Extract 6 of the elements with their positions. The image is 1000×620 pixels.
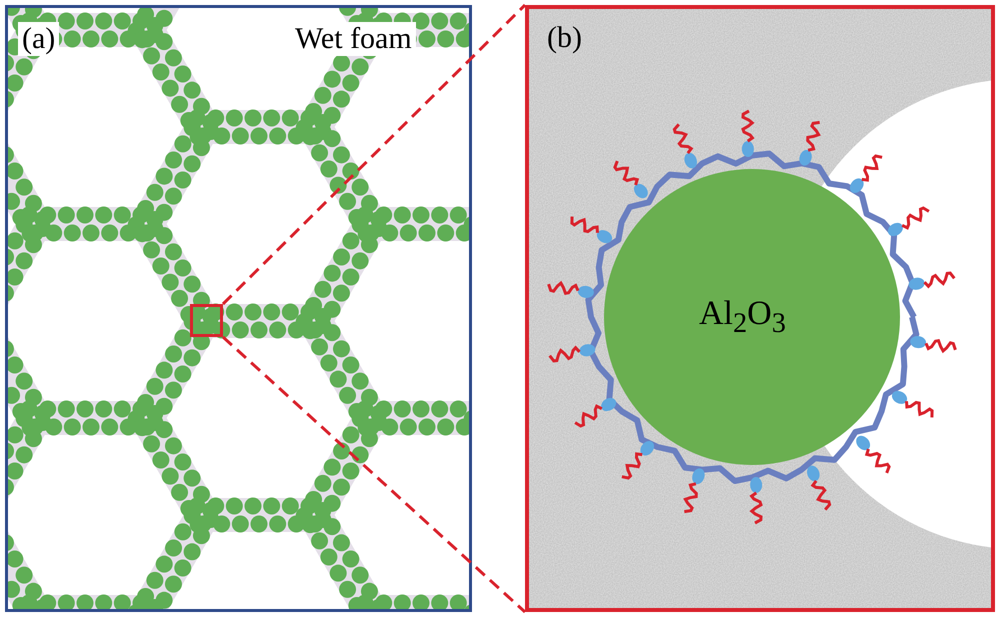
- zoom-square: [190, 304, 223, 337]
- panel-label: (a): [18, 22, 60, 56]
- formula-text: Al$_{2}$O$_{3}$: [699, 297, 786, 338]
- leader-line: [222, 336, 526, 614]
- leader-line: [222, 4, 526, 306]
- panel-label: (b): [547, 23, 582, 53]
